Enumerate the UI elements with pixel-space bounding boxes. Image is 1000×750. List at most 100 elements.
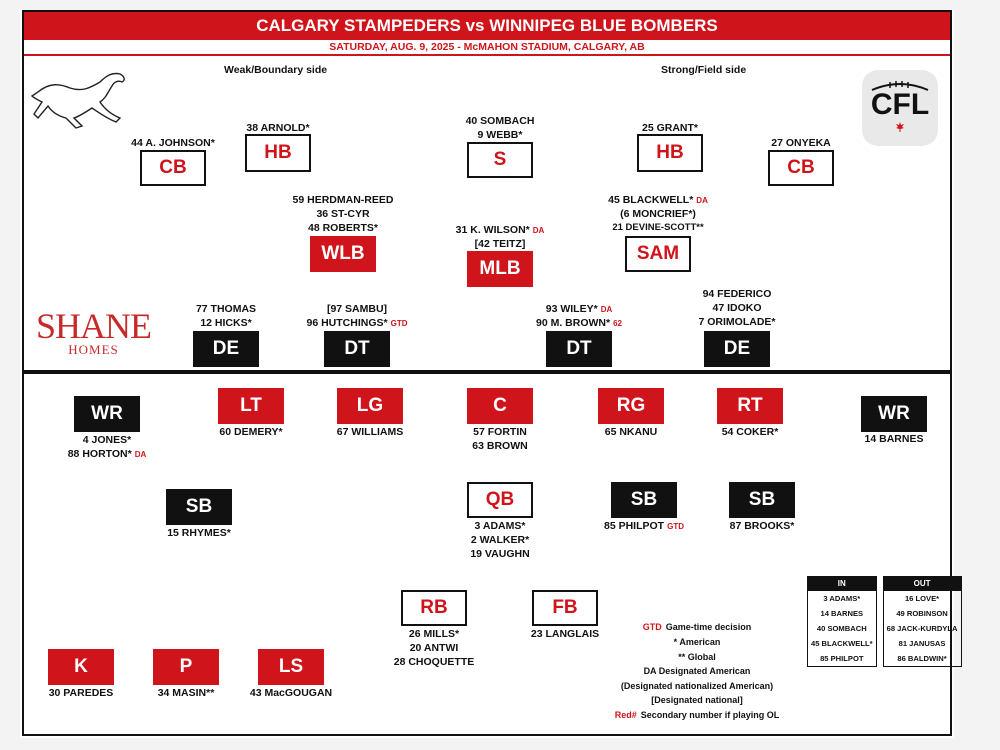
- cb-right-player: 27 ONYEKA: [771, 137, 831, 149]
- rg-box: RG: [598, 388, 664, 424]
- sponsor-logo: SHANE HOMES: [36, 306, 152, 358]
- ls-player: 43 MacGOUGAN: [249, 687, 333, 699]
- offense-frame: [22, 372, 952, 736]
- legend-global: ** Global: [678, 652, 716, 662]
- maple-leaf-icon: [896, 122, 904, 132]
- s-box: S: [467, 142, 533, 178]
- rb-player-2: 20 ANTWI: [409, 642, 459, 654]
- rb-box: RB: [401, 590, 467, 626]
- defense-frame: [22, 10, 952, 372]
- s-player-1: 40 SOMBACH: [465, 115, 535, 127]
- de-left-box: DE: [193, 331, 259, 367]
- dt-left-player-2: 96 HUTCHINGS*GTD: [306, 317, 408, 329]
- weak-side-label: Weak/Boundary side: [224, 64, 328, 76]
- rt-player: 54 COKER*: [721, 426, 779, 438]
- table-row: 3 ADAMS*16 LOVE*: [807, 590, 962, 606]
- header-divider: [24, 54, 950, 56]
- hb-right-box: HB: [637, 134, 703, 172]
- sb-left-box: SB: [166, 489, 232, 525]
- qb-player-3: 19 VAUGHN: [470, 548, 530, 560]
- in-header: IN: [807, 576, 877, 591]
- de-left-player-2: 12 HICKS*: [200, 317, 252, 329]
- page-title: CALGARY STAMPEDERS vs WINNIPEG BLUE BOMB…: [24, 12, 950, 40]
- wr-right-box: WR: [861, 396, 927, 432]
- wlb-player-2: 36 ST-CYR: [316, 208, 370, 220]
- wlb-box: WLB: [310, 236, 376, 272]
- strong-side-label: Strong/Field side: [661, 64, 747, 76]
- fb-box: FB: [532, 590, 598, 626]
- cfl-logo: CFL: [862, 70, 938, 146]
- depth-chart-sheet: [20, 10, 954, 738]
- sb-left-player: 15 RHYMES*: [167, 527, 231, 539]
- sb-right-box: SB: [729, 482, 795, 518]
- wr-right-player: 14 BARNES: [864, 433, 924, 445]
- out-header: OUT: [882, 576, 962, 591]
- football-laces-icon: [871, 81, 929, 91]
- wlb-player-1: 59 HERDMAN-REED: [292, 194, 394, 206]
- lg-player: 67 WILLIAMS: [336, 426, 404, 438]
- sponsor-name: SHANE: [36, 306, 152, 346]
- dt-left-box: DT: [324, 331, 390, 367]
- k-box: K: [48, 649, 114, 685]
- game-info: SATURDAY, AUG. 9, 2025 - McMAHON STADIUM…: [329, 41, 645, 53]
- table-row: 45 BLACKWELL*81 JANUSAS: [807, 636, 962, 651]
- mlb-player-1: 31 K. WILSON*DA: [455, 224, 545, 236]
- cb-left-player: 44 A. JOHNSON*: [131, 137, 215, 149]
- de-right-box: DE: [704, 331, 770, 367]
- qb-player-2: 2 WALKER*: [470, 534, 530, 546]
- cb-left-box: CB: [140, 150, 206, 186]
- c-player-1: 57 FORTIN: [473, 426, 527, 438]
- rg-player: 65 NKANU: [604, 426, 658, 438]
- p-player: 34 MASIN**: [157, 687, 215, 699]
- sponsor-subname: HOMES: [68, 342, 119, 357]
- de-right-player-3: 7 ORIMOLADE*: [698, 316, 776, 328]
- dt-right-box: DT: [546, 331, 612, 367]
- rb-player-1: 26 MILLS*: [408, 628, 460, 640]
- dt-right-player-1: 93 WILEY*DA: [545, 303, 613, 315]
- wr-left-player-1: 4 JONES*: [82, 434, 132, 446]
- cfl-logo-text: CFL: [870, 88, 930, 121]
- sam-player-1: 45 BLACKWELL*DA: [608, 194, 708, 206]
- qb-box: QB: [467, 482, 533, 518]
- sam-player-3: 21 DEVINE-SCOTT**: [612, 222, 704, 233]
- c-player-2: 63 BROWN: [472, 440, 528, 452]
- hb-left-player: 38 ARNOLD*: [246, 122, 310, 134]
- sb-right-player: 87 BROOKS*: [729, 520, 795, 532]
- sam-player-2: (6 MONCRIEF*): [620, 208, 696, 220]
- mlb-box: MLB: [467, 251, 533, 287]
- p-box: P: [153, 649, 219, 685]
- lg-box: LG: [337, 388, 403, 424]
- de-left-player-1: 77 THOMAS: [195, 303, 257, 315]
- c-box: C: [467, 388, 533, 424]
- legend-red-number: Red#Secondary number if playing OL: [614, 710, 780, 720]
- legend-da: DA Designated American: [643, 666, 751, 676]
- lt-box: LT: [218, 388, 284, 424]
- mlb-player-2: [42 TEITZ]: [474, 238, 526, 250]
- rt-box: RT: [717, 388, 783, 424]
- fb-player: 23 LANGLAIS: [530, 628, 600, 640]
- hb-left-box: HB: [245, 134, 311, 172]
- de-right-player-2: 47 IDOKO: [712, 302, 762, 314]
- wr-left-player-2: 88 HORTON*DA: [67, 448, 147, 460]
- wlb-player-3: 48 ROBERTS*: [307, 222, 379, 234]
- legend-dn: [Designated national]: [651, 695, 743, 705]
- wr-left-box: WR: [74, 396, 140, 432]
- qb-player-1: 3 ADAMS*: [474, 520, 526, 532]
- legend-american: * American: [673, 637, 721, 647]
- dt-right-player-2: 90 M. BROWN*62: [536, 317, 622, 329]
- lt-player: 60 DEMERY*: [219, 426, 283, 438]
- rb-player-3: 28 CHOQUETTE: [393, 656, 475, 668]
- s-player-2: 9 WEBB*: [477, 129, 523, 141]
- cb-right-box: CB: [768, 150, 834, 186]
- ls-box: LS: [258, 649, 324, 685]
- dt-left-player-1: [97 SAMBU]: [326, 303, 388, 315]
- stampeder-horse-icon: [30, 72, 125, 129]
- de-right-player-1: 94 FEDERICO: [702, 288, 772, 300]
- k-player: 30 PAREDES: [48, 687, 114, 699]
